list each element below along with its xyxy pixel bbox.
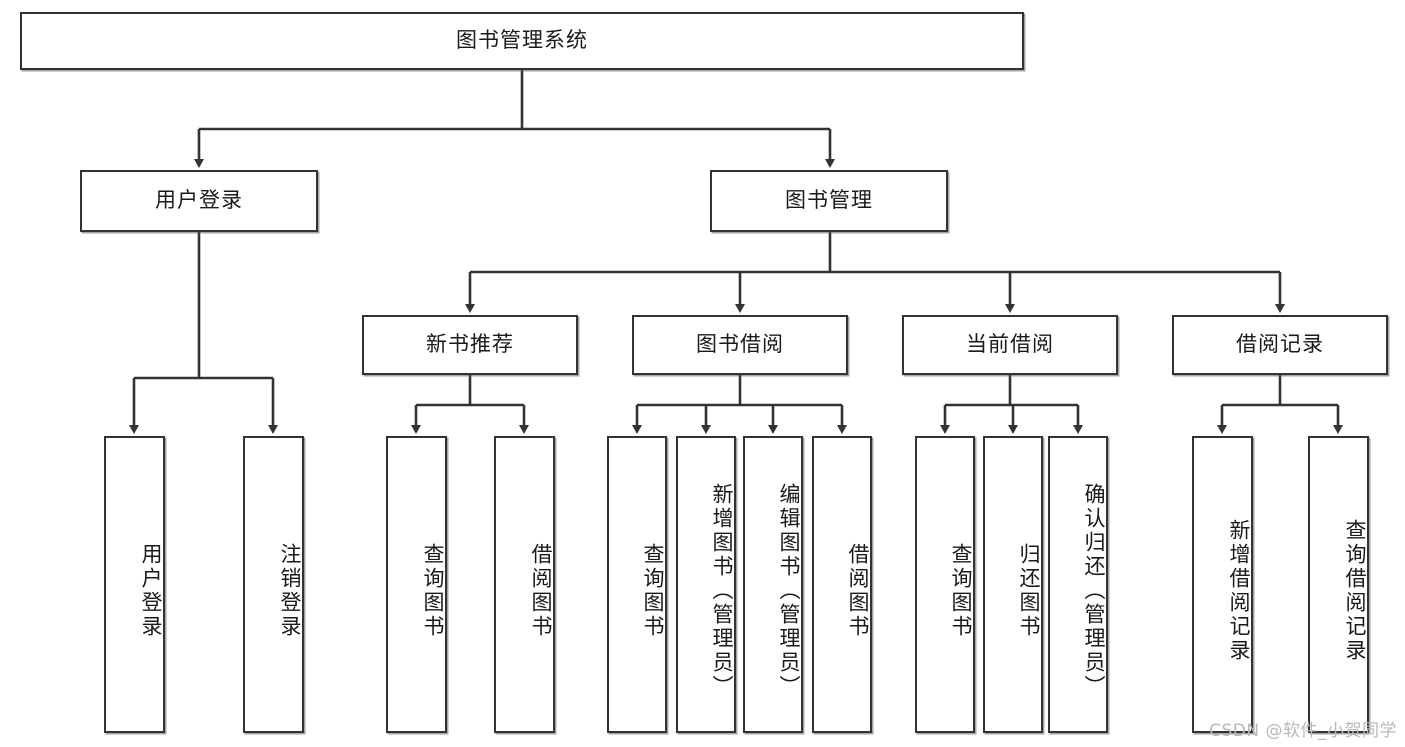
- leaf-borrow-add-book-admin[interactable]: 新增图书（管理员）: [676, 436, 736, 733]
- leaf-borrow-query-book[interactable]: 查询图书: [607, 436, 667, 733]
- node-label: 新书推荐: [426, 332, 514, 357]
- node-current-borrow[interactable]: 当前借阅: [902, 315, 1118, 375]
- node-label: 查询借阅记录: [1343, 518, 1367, 663]
- node-label: 编辑图书（管理员）: [777, 482, 801, 699]
- leaf-borrow-edit-book-admin[interactable]: 编辑图书（管理员）: [743, 436, 803, 733]
- node-root-system[interactable]: 图书管理系统: [20, 12, 1024, 70]
- node-label: 确认归还（管理员）: [1082, 482, 1106, 699]
- leaf-borrow-borrow-book[interactable]: 借阅图书: [812, 436, 872, 733]
- node-new-book-recommend[interactable]: 新书推荐: [362, 315, 578, 375]
- leaf-current-query-book[interactable]: 查询图书: [915, 436, 975, 733]
- node-label: 图书管理: [785, 188, 873, 213]
- node-label: 图书管理系统: [456, 28, 588, 53]
- node-label: 查询图书: [949, 542, 973, 639]
- leaf-user-login-signin[interactable]: 用户登录: [104, 436, 165, 733]
- node-label: 新增图书（管理员）: [710, 482, 734, 699]
- leaf-recommend-borrow-book[interactable]: 借阅图书: [494, 436, 555, 733]
- node-label: 新增借阅记录: [1227, 518, 1251, 663]
- node-label: 图书借阅: [696, 332, 784, 357]
- leaf-recommend-query-book[interactable]: 查询图书: [386, 436, 447, 733]
- node-label: 归还图书: [1017, 542, 1041, 639]
- node-label: 用户登录: [155, 188, 243, 213]
- node-label: 借阅图书: [529, 542, 553, 639]
- node-user-login[interactable]: 用户登录: [80, 170, 318, 232]
- node-label: 用户登录: [139, 542, 163, 639]
- node-label: 查询图书: [641, 542, 665, 639]
- leaf-current-return-book[interactable]: 归还图书: [983, 436, 1043, 733]
- watermark-text: CSDN @软件_小贺同学: [1209, 721, 1397, 741]
- node-label: 当前借阅: [966, 332, 1054, 357]
- node-label: 查询图书: [421, 542, 445, 639]
- node-book-borrow[interactable]: 图书借阅: [632, 315, 848, 375]
- node-label: 借阅图书: [846, 542, 870, 639]
- leaf-current-confirm-return-admin[interactable]: 确认归还（管理员）: [1048, 436, 1108, 733]
- node-borrow-record[interactable]: 借阅记录: [1172, 315, 1388, 375]
- node-label: 借阅记录: [1236, 332, 1324, 357]
- node-book-management[interactable]: 图书管理: [710, 170, 948, 232]
- node-label: 注销登录: [278, 542, 302, 639]
- leaf-record-add-record[interactable]: 新增借阅记录: [1192, 436, 1253, 733]
- leaf-user-login-signout[interactable]: 注销登录: [243, 436, 304, 733]
- leaf-record-query-record[interactable]: 查询借阅记录: [1308, 436, 1369, 733]
